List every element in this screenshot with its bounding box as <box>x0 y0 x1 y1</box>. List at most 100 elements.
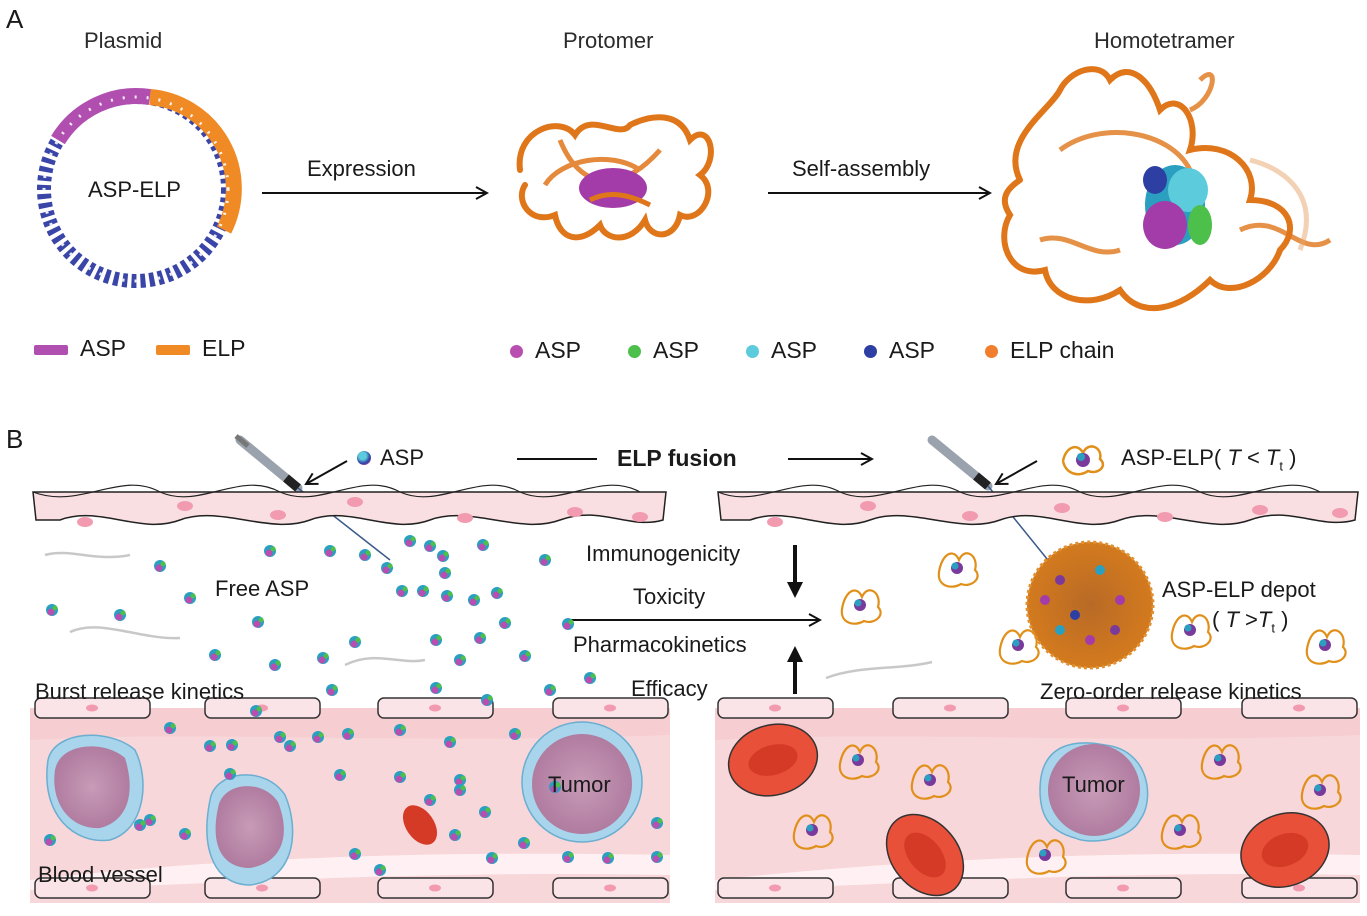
free-asp-particle <box>509 728 521 740</box>
asp-elp-particle <box>1305 629 1347 665</box>
legend-item-asp-blue: ASP <box>864 337 935 364</box>
tumor-cell <box>46 734 144 842</box>
depot-label: ASP-ELP depot <box>1162 577 1316 602</box>
endothelial-cell <box>1065 697 1182 719</box>
zero-order-release-label: Zero-order release kinetics <box>1040 679 1302 704</box>
free-asp-particle <box>651 851 663 863</box>
legend-item-asp: ASP <box>34 335 126 362</box>
legend-item-asp-magenta: ASP <box>510 337 581 364</box>
free-asp-particle <box>144 814 156 826</box>
free-asp-particle <box>274 731 286 743</box>
free-asp-particle <box>342 728 354 740</box>
free-asp-particle <box>326 684 338 696</box>
free-asp-particle <box>324 545 336 557</box>
free-asp-particle <box>252 616 264 628</box>
asp-elp-particle <box>998 629 1040 665</box>
skin-layer-right <box>717 484 1359 527</box>
free-asp-particle <box>481 694 493 706</box>
free-asp-particle <box>562 618 574 630</box>
free-asp-particle <box>424 540 436 552</box>
panel-b-letter: B <box>6 424 24 454</box>
skin-layer-left <box>32 484 667 527</box>
red-blood-cell <box>402 805 438 845</box>
tumor-label-left: Tumor <box>548 772 611 797</box>
free-asp-particle <box>396 585 408 597</box>
depot-condition: ( T >Tt ) <box>1212 607 1289 636</box>
homotetramer-structure <box>1001 66 1332 311</box>
free-asp-particle <box>439 567 451 579</box>
fiber <box>825 660 933 680</box>
tumor-label-right: Tumor <box>1062 772 1125 797</box>
asp-elp-particle <box>1160 814 1202 850</box>
cyan-dot-icon <box>746 345 759 359</box>
property-efficacy: Efficacy <box>631 676 708 701</box>
endothelial-cell <box>34 877 151 899</box>
free-asp-particle <box>114 609 126 621</box>
free-asp-particle <box>477 539 489 551</box>
endothelial-cell <box>377 697 494 719</box>
free-asp-particle <box>549 781 561 793</box>
asp-elp-particle <box>1300 774 1342 810</box>
free-asp-particle <box>474 632 486 644</box>
legend-item-elp-chain: ELP chain <box>985 337 1114 364</box>
legend-item-elp: ELP <box>156 335 245 362</box>
expression-label: Expression <box>307 156 416 181</box>
asp-elp-particle <box>840 589 882 625</box>
protomer-title: Protomer <box>563 28 654 53</box>
asp-elp-depot <box>1025 540 1155 670</box>
free-asp-particle <box>394 724 406 736</box>
free-asp-particle <box>269 659 281 671</box>
homotetramer-title: Homotetramer <box>1094 28 1235 53</box>
free-asp-particle <box>544 684 556 696</box>
asp-elp-particle <box>1170 614 1212 650</box>
asp-elp-particles <box>792 552 1347 875</box>
free-asp-particle <box>424 794 436 806</box>
free-asp-particle <box>184 592 196 604</box>
free-asp-particle <box>154 560 166 572</box>
free-asp-particle <box>441 590 453 602</box>
free-asp-particle <box>224 768 236 780</box>
orange-dot-icon <box>985 345 998 359</box>
self-assembly-label: Self-assembly <box>792 156 931 181</box>
red-blood-cell <box>885 813 965 897</box>
protomer-structure <box>516 114 714 241</box>
free-asp-particle <box>349 636 361 648</box>
blood-vessel-right <box>715 708 1360 903</box>
asp-elp-particle <box>1200 744 1242 780</box>
fiber <box>344 656 426 667</box>
elp-fusion-label: ELP fusion <box>617 445 737 471</box>
blue-dot-icon <box>864 345 877 359</box>
free-asp-particle <box>491 587 503 599</box>
free-asp-particle <box>437 550 449 562</box>
free-asp-particles <box>44 535 663 876</box>
endothelial-cell <box>1065 877 1182 899</box>
burst-release-label: Burst release kinetics <box>35 679 245 704</box>
endothelial-cell <box>717 697 834 719</box>
free-asp-particle <box>602 852 614 864</box>
asp-elp-icon <box>1058 441 1108 477</box>
property-toxicity: Toxicity <box>633 584 706 609</box>
free-asp-particle <box>209 649 221 661</box>
free-asp-particle <box>226 739 238 751</box>
endothelial-cell <box>892 697 1009 719</box>
endothelial-cell <box>552 697 669 719</box>
plasmid-ring <box>37 88 242 288</box>
asp-elp-particle <box>937 552 979 588</box>
plasmid-construct-label: ASP-ELP <box>88 177 181 202</box>
endothelial-cell <box>377 877 494 899</box>
free-asp-particle <box>374 864 386 876</box>
asp-elp-particle <box>838 744 880 780</box>
free-asp-particle <box>430 682 442 694</box>
red-blood-cell <box>727 723 819 797</box>
free-asp-particle <box>349 848 361 860</box>
free-asp-particle <box>134 819 146 831</box>
free-asp-particle <box>454 774 466 786</box>
tumor-cell <box>1039 742 1149 842</box>
free-asp-particle <box>479 806 491 818</box>
legend-item-asp-green: ASP <box>628 337 699 364</box>
free-asp-particle <box>430 634 442 646</box>
free-asp-particle <box>584 672 596 684</box>
free-asp-particle <box>381 562 393 574</box>
panel-a-letter: A <box>6 4 24 34</box>
